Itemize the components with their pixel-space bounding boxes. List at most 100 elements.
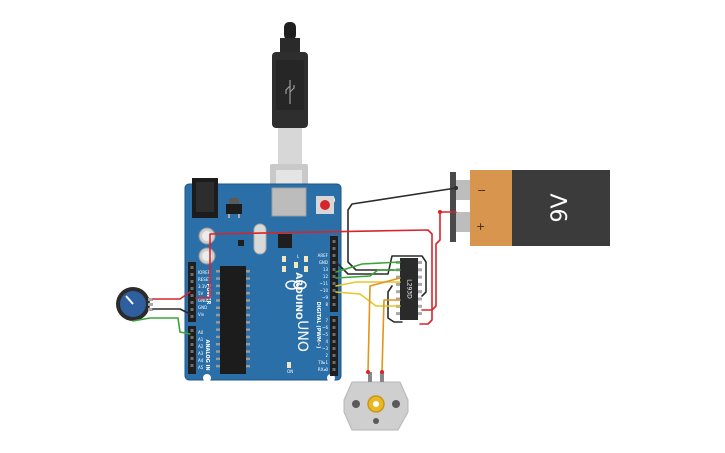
wire-motor-b — [381, 299, 401, 373]
small-chip — [238, 240, 244, 246]
power-pin-label: IOREF — [198, 270, 211, 275]
digital-pin-label: 7 — [325, 318, 328, 323]
chip-pin — [246, 313, 250, 317]
header-pin[interactable] — [332, 354, 336, 357]
wire-pin-12 — [335, 269, 401, 279]
wire-pot-gnd — [152, 308, 191, 315]
ic-pin[interactable] — [396, 312, 400, 316]
arduino-logo-icon — [285, 280, 307, 290]
chip-pin — [246, 357, 250, 361]
header-pin[interactable] — [332, 326, 336, 329]
analog-section-label: ANALOG IN — [204, 339, 210, 370]
analog-pin-label: A5 — [198, 365, 204, 370]
ic-pin[interactable] — [396, 275, 400, 279]
chip-pin — [246, 321, 250, 324]
power-pin-label: GND — [198, 298, 207, 303]
header-pin[interactable] — [190, 315, 194, 318]
usb-port — [271, 187, 307, 217]
ic-pin[interactable] — [418, 297, 422, 301]
header-pin[interactable] — [190, 294, 194, 297]
header-pin[interactable] — [332, 268, 336, 271]
header-pin[interactable] — [332, 368, 336, 371]
reset-button[interactable] — [316, 196, 334, 214]
chip-pin — [216, 343, 220, 346]
chip-pin — [246, 299, 250, 302]
header-pin[interactable] — [332, 319, 336, 322]
header-pin[interactable] — [332, 282, 336, 285]
battery-voltage-label: 9V — [548, 193, 573, 222]
ic-pin[interactable] — [396, 290, 400, 294]
power-pin-label: 5V — [198, 291, 204, 296]
header-pin[interactable] — [332, 254, 336, 257]
analog-pin-label: A4 — [198, 358, 204, 363]
battery-minus-label: − — [477, 184, 486, 197]
battery-icon[interactable]: − + 9V — [450, 170, 610, 246]
ic-pin[interactable] — [418, 268, 422, 272]
power-pin-label: 3.3V — [198, 284, 207, 289]
header-pin[interactable] — [332, 261, 336, 264]
digital-pin-label: 4 — [325, 339, 328, 344]
header-pin[interactable] — [190, 308, 194, 311]
ic-pin[interactable] — [418, 290, 422, 294]
header-pin[interactable] — [332, 240, 336, 243]
ic-pin[interactable] — [418, 261, 422, 264]
header-pin[interactable] — [190, 336, 194, 339]
ic-pin[interactable] — [418, 275, 422, 279]
status-leds: L ON — [282, 254, 308, 374]
voltage-regulator — [226, 198, 242, 218]
wire-pot-vcc — [152, 291, 191, 300]
digital-pin-label: RX◂0 — [318, 367, 329, 372]
potentiometer-icon[interactable] — [116, 287, 153, 321]
wire-battery-negative — [347, 187, 457, 271]
digital-pin-label: GND — [319, 260, 328, 265]
digital-pin-label: 2 — [325, 353, 328, 358]
ic-pin[interactable] — [418, 282, 422, 286]
header-pin[interactable] — [332, 296, 336, 299]
header-pin[interactable] — [190, 287, 194, 290]
digital-pin-label: ~6 — [322, 325, 328, 330]
header-pin[interactable] — [190, 280, 194, 283]
wire-pin-10 — [335, 291, 401, 307]
header-pin[interactable] — [332, 289, 336, 292]
header-pin[interactable] — [190, 350, 194, 353]
header-pin[interactable] — [332, 340, 336, 343]
header-pin[interactable] — [190, 273, 194, 276]
wire-pot-signal — [132, 317, 191, 335]
power-pin-label: RESET — [198, 277, 211, 282]
chip-pin — [216, 299, 220, 302]
chip-pin — [216, 350, 220, 353]
ic-pin[interactable] — [418, 304, 422, 308]
header-pin[interactable] — [332, 303, 336, 306]
ic-pin[interactable] — [418, 312, 422, 316]
chip-pin — [246, 343, 250, 346]
ic-chip-icon[interactable]: L293D — [396, 258, 422, 320]
dc-motor-icon[interactable] — [343, 372, 409, 431]
header-pin[interactable] — [190, 343, 194, 346]
chip-pin — [216, 328, 220, 331]
digital-pin-label: ~3 — [322, 346, 328, 351]
digital-pin-label: 13 — [323, 267, 329, 272]
header-pin[interactable] — [332, 361, 336, 364]
header-pin[interactable] — [332, 347, 336, 350]
header-pin[interactable] — [190, 364, 194, 367]
arduino-board[interactable]: L ON ARDUINO UNO DIGITAL (PWM~) ANALOG I… — [184, 178, 342, 382]
header-pin[interactable] — [332, 275, 336, 278]
wire-gnd-ic — [335, 255, 427, 297]
header-pin[interactable] — [332, 333, 336, 336]
header-pin[interactable] — [190, 266, 194, 269]
wire-pin-13 — [335, 261, 401, 273]
header-pin[interactable] — [332, 247, 336, 250]
atmega-chip — [216, 266, 250, 374]
wire-gnd-ic-2 — [387, 285, 403, 323]
header-pin[interactable] — [190, 329, 194, 332]
arduino-logo-text: ARDUINO — [293, 272, 303, 320]
header-pin[interactable] — [190, 357, 194, 360]
ic-pin[interactable] — [396, 297, 400, 301]
power-header — [188, 262, 196, 322]
analog-pin-label: A1 — [198, 337, 204, 342]
chip-pin — [246, 328, 250, 331]
header-pin[interactable] — [190, 301, 194, 304]
ic-pin[interactable] — [396, 282, 400, 286]
crystal-oscillator — [253, 223, 267, 255]
